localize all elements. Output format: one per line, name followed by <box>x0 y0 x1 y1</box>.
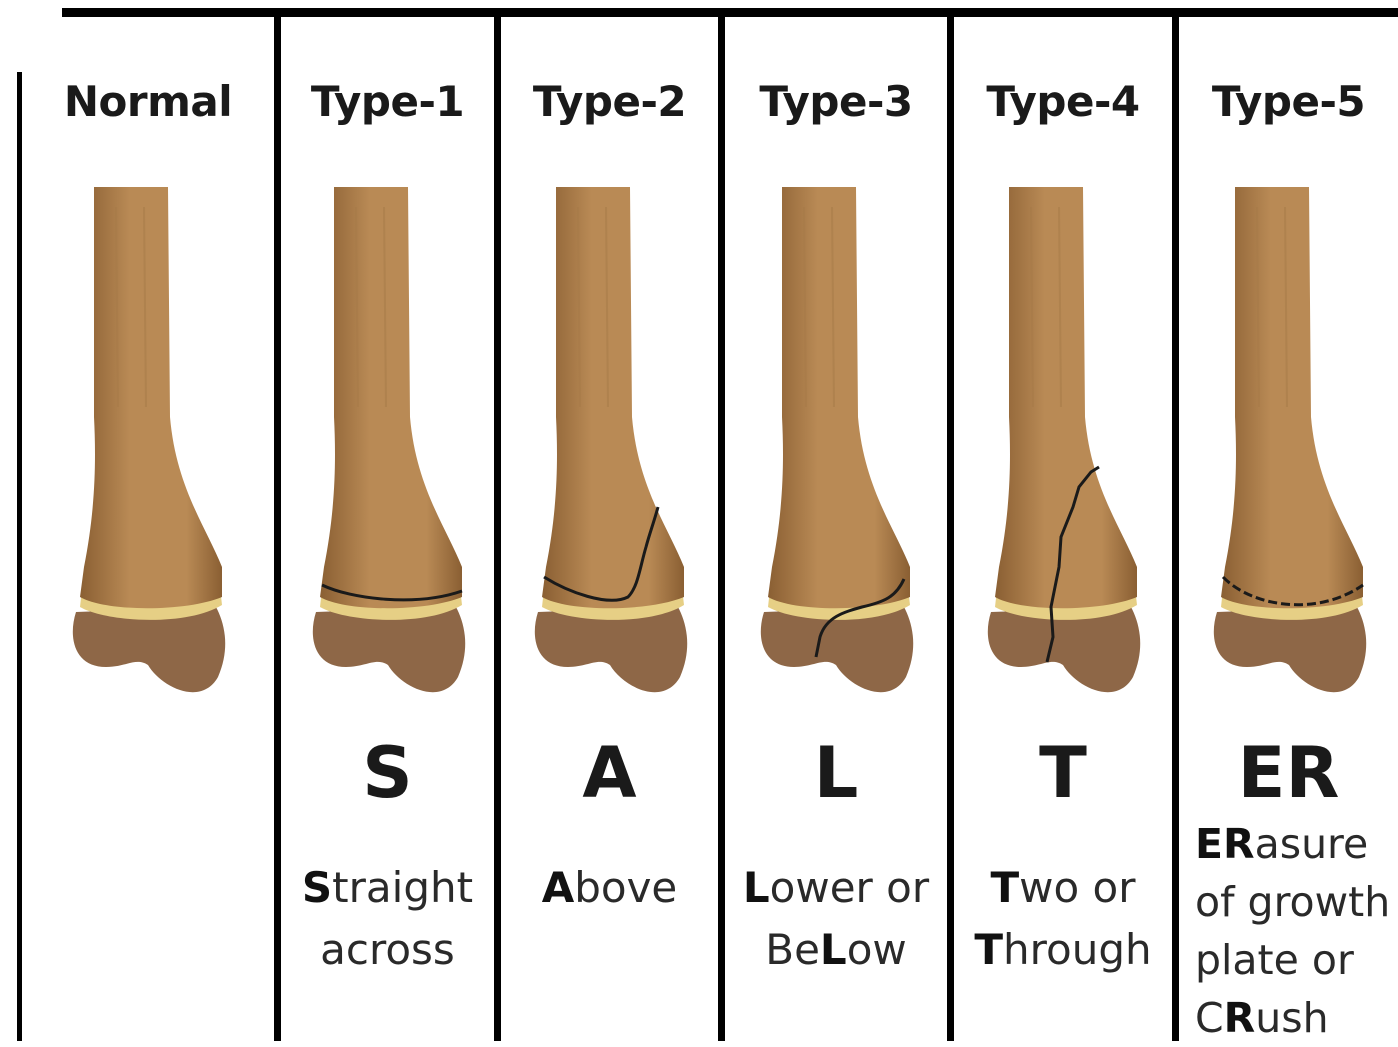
femur-bone-illustration <box>528 167 692 697</box>
column-divider <box>947 14 954 1041</box>
bone-image <box>981 167 1145 697</box>
description-text: C <box>1195 994 1224 1042</box>
description-line: BeLow <box>725 919 947 981</box>
bone-image <box>754 167 918 697</box>
description-text: ush <box>1255 994 1328 1042</box>
description-line: Through <box>954 919 1172 981</box>
highlighted-letter: S <box>302 863 332 912</box>
mnemonic-description: Straight across <box>281 857 494 981</box>
bone-image <box>306 167 470 697</box>
column-divider <box>1172 14 1179 1041</box>
mnemonic-description: ERasure of growth plate or CRush <box>1195 815 1398 1047</box>
highlighted-letter: T <box>974 925 1003 974</box>
column-divider <box>494 14 501 1041</box>
description-text: traight <box>332 863 473 912</box>
description-line: across <box>281 919 494 981</box>
panel-title: Type-1 <box>281 77 494 126</box>
description-line: CRush <box>1195 989 1398 1047</box>
panel-title: Type-4 <box>954 77 1172 126</box>
highlighted-letter: T <box>990 863 1019 912</box>
panel-title: Type-3 <box>725 77 947 126</box>
description-line: plate or <box>1195 931 1398 989</box>
description-text: ower or <box>770 863 929 912</box>
mnemonic-letter: L <box>725 732 947 814</box>
panel-title: Type-2 <box>501 77 718 126</box>
bone-image <box>528 167 692 697</box>
mnemonic-description: Above <box>501 857 718 919</box>
highlighted-letter: A <box>542 863 575 912</box>
description-text: of growth <box>1195 878 1390 926</box>
femur-bone-illustration <box>981 167 1145 697</box>
bone-image <box>1207 167 1371 697</box>
column-divider <box>274 14 281 1041</box>
mnemonic-letter: S <box>281 732 494 814</box>
mnemonic-letter: T <box>954 732 1172 814</box>
femur-bone-illustration <box>306 167 470 697</box>
description-line: of growth <box>1195 873 1398 931</box>
description-line: Two or <box>954 857 1172 919</box>
description-text: bove <box>574 863 677 912</box>
description-line: ERasure <box>1195 815 1398 873</box>
mnemonic-letter: ER <box>1179 732 1398 814</box>
description-text: asure <box>1255 820 1369 868</box>
description-line: Straight <box>281 857 494 919</box>
bone-image <box>66 167 230 697</box>
description-line: Lower or <box>725 857 947 919</box>
description-text: ow <box>847 925 907 974</box>
description-text: across <box>320 925 455 974</box>
highlighted-letter: L <box>820 925 847 974</box>
panel-title: Normal <box>22 77 274 126</box>
description-text: wo or <box>1019 863 1135 912</box>
highlighted-letter: L <box>743 863 770 912</box>
description-text: plate or <box>1195 936 1354 984</box>
femur-bone-illustration <box>1207 167 1371 697</box>
femur-bone-illustration <box>66 167 230 697</box>
column-divider <box>718 14 725 1041</box>
panel-normal: Normal <box>22 17 274 1041</box>
description-line: Above <box>501 857 718 919</box>
description-text: hrough <box>1003 925 1152 974</box>
description-text: Be <box>765 925 820 974</box>
femur-bone-illustration <box>754 167 918 697</box>
highlighted-letter: R <box>1224 994 1256 1042</box>
mnemonic-letter: A <box>501 732 718 814</box>
highlighted-letter: ER <box>1195 820 1255 868</box>
top-border <box>62 8 1398 17</box>
panel-title: Type-5 <box>1179 77 1398 126</box>
